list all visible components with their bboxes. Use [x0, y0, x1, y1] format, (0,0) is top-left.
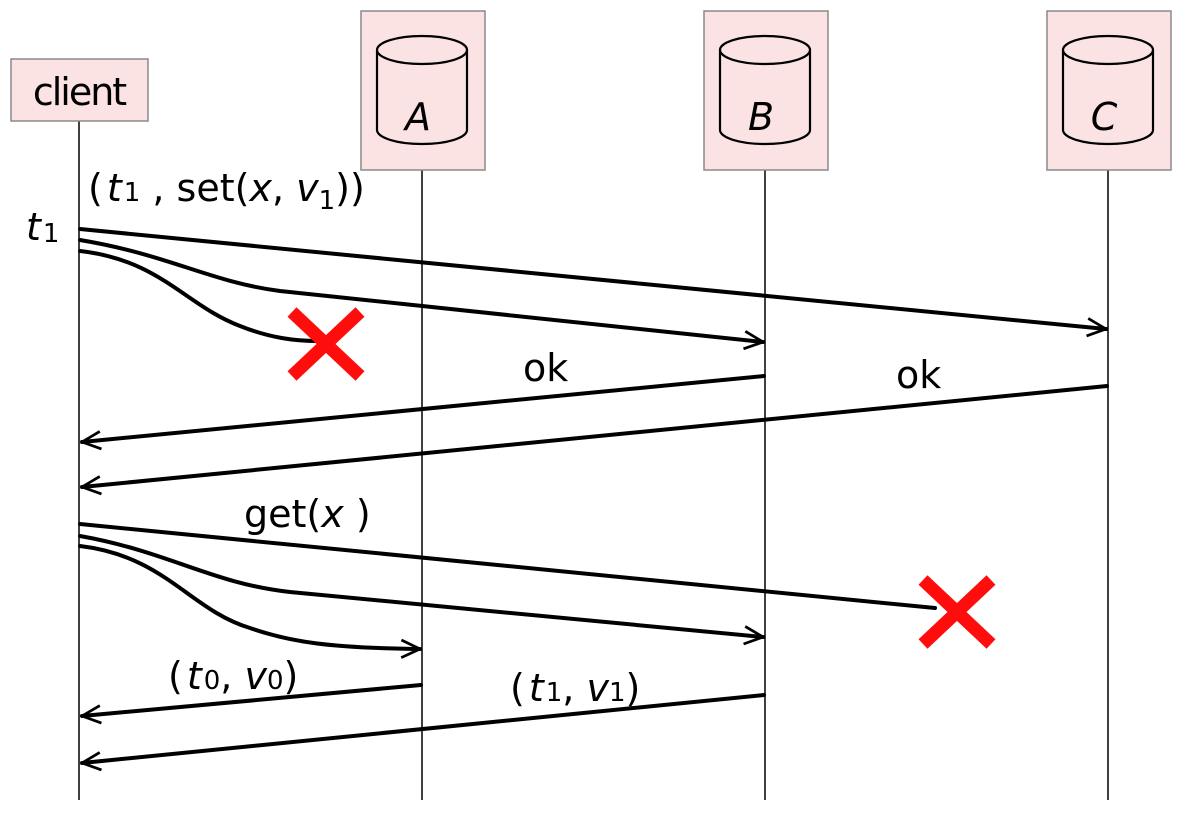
participant-c: C — [1046, 10, 1172, 171]
reply-label-b: (t1, v1) — [510, 666, 640, 710]
get-request-label: get(x ) — [244, 492, 371, 536]
reply-label-a: (t0, v0) — [168, 654, 298, 698]
ok-arrow-from-b — [80, 374, 766, 442]
get-arrow-to-c-lost — [78, 522, 937, 610]
set-request-label: (t1 , set(x, v1)) — [88, 166, 365, 216]
set-arrow-to-c — [78, 227, 1108, 329]
reply-arrow-from-b — [80, 693, 766, 763]
database-cylinder-icon — [1061, 34, 1155, 146]
reply-arrow-from-a — [80, 683, 423, 716]
database-cylinder-icon — [375, 34, 469, 146]
set-arrow-to-b — [78, 238, 765, 342]
database-cylinder-icon — [718, 34, 812, 146]
participant-b: B — [703, 10, 829, 171]
ok-reply-label-c: ok — [896, 353, 941, 397]
ok-reply-label-b: ok — [523, 346, 568, 390]
participant-b-label: B — [748, 95, 774, 139]
get-arrow-to-b — [78, 534, 765, 637]
time-label-t1: t1 — [26, 205, 59, 249]
red-x-icon — [287, 307, 365, 381]
participant-client: client — [10, 58, 149, 122]
red-x-icon — [918, 575, 996, 649]
participant-a-label: A — [402, 95, 431, 139]
get-arrow-to-a — [78, 544, 422, 649]
ok-arrow-from-c — [80, 384, 1109, 487]
participant-client-label: client — [33, 70, 126, 114]
participant-c-label: C — [1091, 95, 1118, 139]
participant-a: A — [360, 10, 486, 171]
set-arrow-to-a-lost — [78, 249, 320, 343]
